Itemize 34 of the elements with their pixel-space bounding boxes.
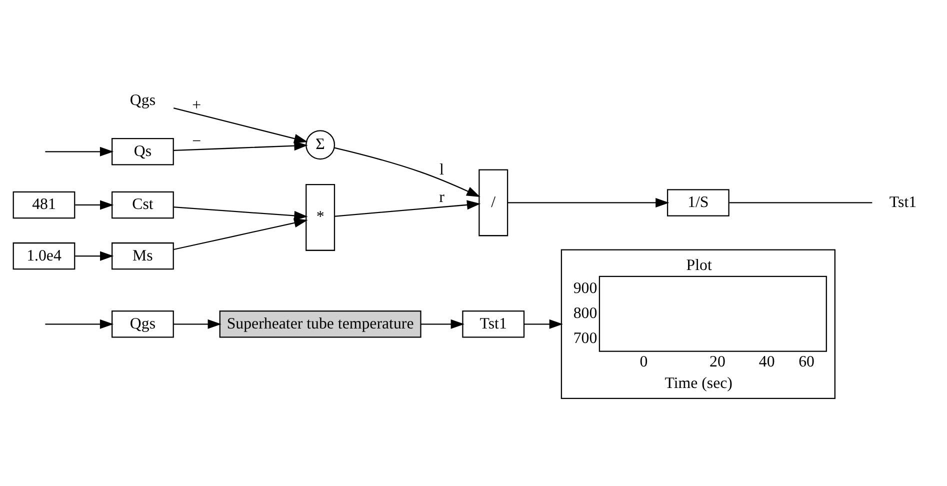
arrow [75,251,114,261]
node-box: Tst1 [462,310,525,338]
edge-label: − [192,133,202,150]
node-text: Tst1 [889,194,917,211]
node-box: Cst [112,191,174,219]
node-box: * [306,184,336,251]
arrow [334,200,481,217]
arrow [174,141,308,152]
arrow [174,206,308,220]
node-box: 1/S [666,189,730,216]
arrow [524,319,563,329]
node-text: Qgs [130,92,156,109]
arrow [334,147,480,197]
node-circle: Σ [306,130,336,160]
arrow [173,218,308,250]
arrow [173,108,308,144]
node-box: 1.0e4 [12,242,76,270]
edge-label: + [192,96,202,114]
arrow [45,146,114,156]
connector [729,202,872,204]
node-box: Ms [112,242,174,270]
arrow [420,319,464,329]
node-box: / [478,169,508,236]
edge-label: r [439,188,444,206]
arrow [174,319,222,329]
edge-label: l [440,162,444,179]
node-box: Qgs [112,310,174,338]
node-box: Plot 900 800 700 0 20 40 60 Time (sec) [560,249,836,400]
node-box: 481 [12,191,76,219]
arrow [45,319,114,329]
node-box: Superheater tube temperature [219,310,422,338]
arrow [508,198,670,208]
arrow [75,200,114,210]
node-box: Qs [112,138,174,166]
